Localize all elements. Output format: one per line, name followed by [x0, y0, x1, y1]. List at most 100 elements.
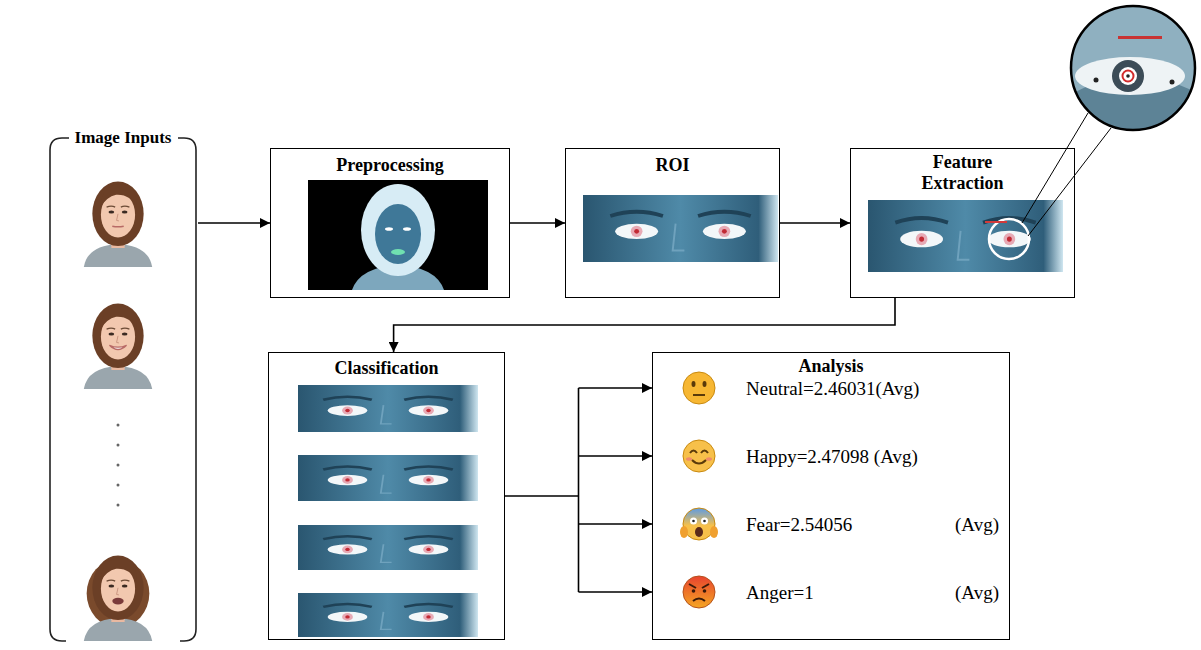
classification-eye-images: [298, 525, 478, 570]
input-face-happy: [84, 304, 152, 390]
happy-emoji: [683, 440, 715, 472]
zoom-circle: [1123, 71, 1134, 82]
input-face-neutral: [84, 182, 152, 268]
classification-eye-images: [298, 593, 478, 637]
zoom-circle: [1094, 78, 1099, 83]
zoom-circle: [1119, 67, 1137, 85]
process-box: Classification: [268, 352, 505, 640]
zoom-circle: [1112, 60, 1144, 92]
happy-emoji: [686, 457, 692, 461]
neutral-emoji: [692, 381, 696, 387]
connector-line: [579, 455, 653, 457]
node-title: Preprocessing: [336, 155, 443, 176]
zoom-circle: [1126, 74, 1130, 78]
input-dots: [117, 444, 120, 447]
zoom-leader-lines: [1028, 128, 1111, 236]
zoom-circle: [1075, 57, 1185, 95]
neutral-emoji: [683, 372, 715, 404]
connector-arrow: [394, 298, 895, 352]
process-box: ROI: [565, 148, 780, 298]
input-dots: [117, 504, 120, 507]
feature-eye-image: [989, 219, 1029, 259]
happy-emoji: [706, 457, 712, 461]
anger-emoji: [692, 589, 696, 593]
anger-emoji: [703, 589, 707, 593]
process-box: Preprocessing: [270, 148, 510, 298]
fear-emoji: [683, 508, 715, 540]
preprocessed-image: [385, 227, 393, 231]
feature-eye-image: [868, 200, 1063, 272]
input-dots: [117, 424, 120, 507]
result-value: Happy=2.47098 (Avg): [746, 446, 918, 468]
happy-emoji: [690, 451, 697, 454]
anger-emoji: [683, 576, 715, 608]
input-dots: [117, 484, 120, 487]
zoom-circle: [1170, 80, 1175, 85]
fear-emoji: [680, 526, 688, 538]
fear-emoji: [692, 520, 695, 523]
bracket-outline: [50, 138, 196, 641]
zoom-circle: [1118, 36, 1162, 39]
connector-line: [579, 523, 653, 525]
preprocessed-image: [391, 249, 405, 255]
input-face-neutral: [84, 182, 152, 268]
neutral-emoji: [693, 394, 705, 396]
result-box: AnalysisNeutral=2.46031(Avg) Happy=2.4709…: [652, 352, 1010, 640]
input-face-neutral: [112, 225, 123, 227]
preprocessed-image: [361, 184, 435, 276]
node-title: ROI: [655, 155, 689, 176]
input-face-happy: [109, 345, 126, 349]
happy-emoji: [692, 460, 706, 464]
zoom-circle: [1068, 4, 1198, 134]
fear-emoji: [680, 508, 718, 540]
input-dots: [117, 424, 120, 427]
anger-emoji: [689, 584, 696, 588]
classification-eye-images: [298, 385, 478, 432]
classification-eye-images: [298, 455, 478, 501]
connector-arrow: [510, 223, 565, 224]
zoom-circle: [1068, 4, 1198, 134]
input-face-fear: [84, 556, 152, 642]
connector-arrow: [198, 223, 270, 224]
roi-eye-image: [583, 195, 778, 262]
zoom-circle: [1071, 6, 1195, 130]
node-title: Feature Extraction: [903, 152, 1023, 193]
connector-line: [510, 222, 565, 224]
result-value: (Avg): [955, 514, 999, 536]
preprocessed-image: [308, 180, 488, 290]
fear-emoji: [695, 527, 703, 537]
zoom-leader-lines: [1022, 113, 1111, 236]
anger-emoji: [702, 584, 709, 588]
neutral-emoji: [683, 372, 715, 404]
roi-eye-image: [583, 195, 778, 262]
connector-line: [505, 495, 579, 497]
happy-emoji: [701, 451, 708, 454]
node-title: Analysis: [798, 356, 863, 377]
happy-emoji: [683, 440, 715, 472]
result-value: (Avg): [955, 582, 999, 604]
feature-eye-image: [868, 200, 1063, 272]
fear-emoji: [690, 518, 697, 525]
connector-line: [579, 387, 653, 389]
connector-line: [198, 222, 270, 224]
zoom-leader-lines: [1022, 113, 1088, 223]
connector-line: [394, 298, 895, 352]
zoom-circle: [1068, 4, 1198, 134]
fear-emoji: [701, 518, 708, 525]
anger-emoji: [683, 576, 715, 608]
connector-arrow: [780, 223, 850, 224]
result-value: Neutral=2.46031(Avg): [746, 378, 919, 400]
connector-line: [578, 388, 580, 592]
connector-line: [579, 591, 653, 593]
connector-line: [780, 222, 850, 224]
process-box: Feature Extraction: [850, 148, 1075, 298]
connector-arrow: [505, 388, 652, 592]
preprocessed-image: [375, 204, 421, 264]
classification-eye-images: [298, 385, 478, 637]
result-value: Anger=1: [746, 582, 814, 604]
anger-emoji: [693, 599, 705, 602]
input-dots: [117, 464, 120, 467]
input-face-fear: [84, 556, 152, 642]
preprocessed-image: [403, 227, 411, 231]
